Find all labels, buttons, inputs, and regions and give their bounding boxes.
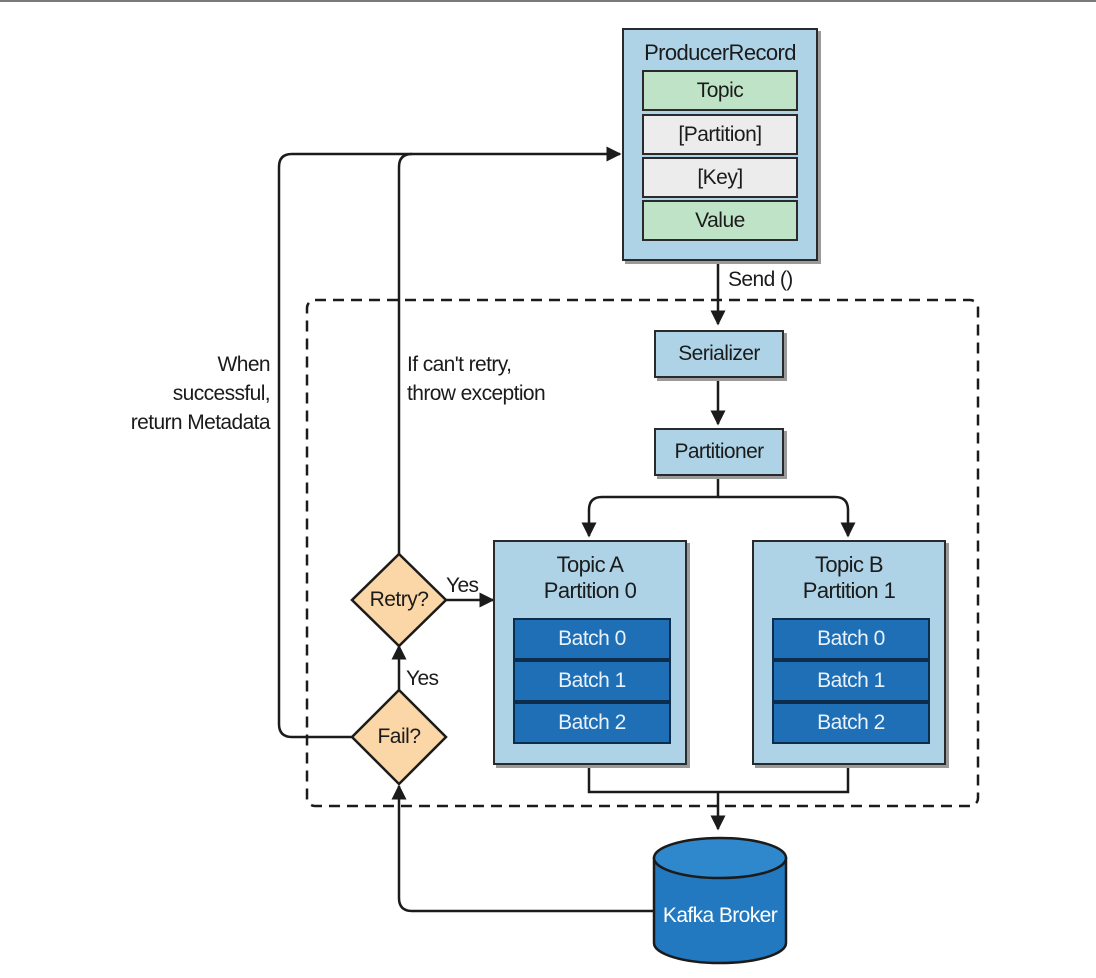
arrow-to-topic-b xyxy=(718,495,856,538)
partition-title: Topic B Partition 1 xyxy=(754,552,944,604)
success-note: When successful, return Metadata xyxy=(118,350,271,437)
batch-item: Batch 0 xyxy=(513,618,671,660)
partition-number: Partition 0 xyxy=(543,578,637,603)
field-partition: [Partition] xyxy=(642,114,798,155)
batch-item: Batch 1 xyxy=(513,660,671,702)
arrow-success-loop xyxy=(277,146,622,739)
serializer-box: Serializer xyxy=(654,330,784,378)
yes-fail-label: Yes xyxy=(406,667,439,690)
kafka-broker-cylinder xyxy=(652,836,788,965)
batch-item: Batch 1 xyxy=(772,660,930,702)
batch-item: Batch 2 xyxy=(513,702,671,744)
exception-note-line: If can't retry, xyxy=(407,353,512,376)
exception-note: If can't retry, throw exception xyxy=(407,350,546,408)
field-key: [Key] xyxy=(642,157,798,198)
arrow-broker-to-fail xyxy=(391,784,654,913)
partition-box-topic-a: Topic A Partition 0 Batch 0 Batch 1 Batc… xyxy=(493,540,687,765)
partition-title: Topic A Partition 0 xyxy=(495,552,685,604)
arrow-to-broker xyxy=(587,766,850,794)
field-value: Value xyxy=(642,200,798,241)
retry-decision-label: Retry? xyxy=(369,588,429,611)
partition-topic: Topic A xyxy=(556,552,624,577)
batch-item: Batch 2 xyxy=(772,702,930,744)
field-topic: Topic xyxy=(642,70,798,111)
partitioner-box: Partitioner xyxy=(654,428,784,476)
producer-boundary xyxy=(305,298,980,808)
fail-diamond xyxy=(350,688,448,786)
kafka-broker-label: Kafka Broker xyxy=(662,904,778,927)
partition-topic: Topic B xyxy=(815,552,884,577)
top-border-line xyxy=(0,0,1096,2)
retry-diamond xyxy=(350,552,448,648)
arrow-to-topic-a xyxy=(581,475,720,538)
partition-box-topic-b: Topic B Partition 1 Batch 0 Batch 1 Batc… xyxy=(752,540,946,765)
yes-retry-label: Yes xyxy=(446,574,479,597)
success-note-line: return Metadata xyxy=(130,411,271,434)
exception-note-line: throw exception xyxy=(407,382,546,405)
arrow-exception-loop xyxy=(397,152,413,554)
success-note-line: When successful, xyxy=(172,353,271,405)
partition-number: Partition 1 xyxy=(802,578,896,603)
send-label: Send () xyxy=(728,268,793,291)
producer-record-box: ProducerRecord Topic [Partition] [Key] V… xyxy=(622,28,818,261)
fail-decision-label: Fail? xyxy=(377,725,421,748)
batch-item: Batch 0 xyxy=(772,618,930,660)
producer-record-title: ProducerRecord xyxy=(644,40,796,65)
